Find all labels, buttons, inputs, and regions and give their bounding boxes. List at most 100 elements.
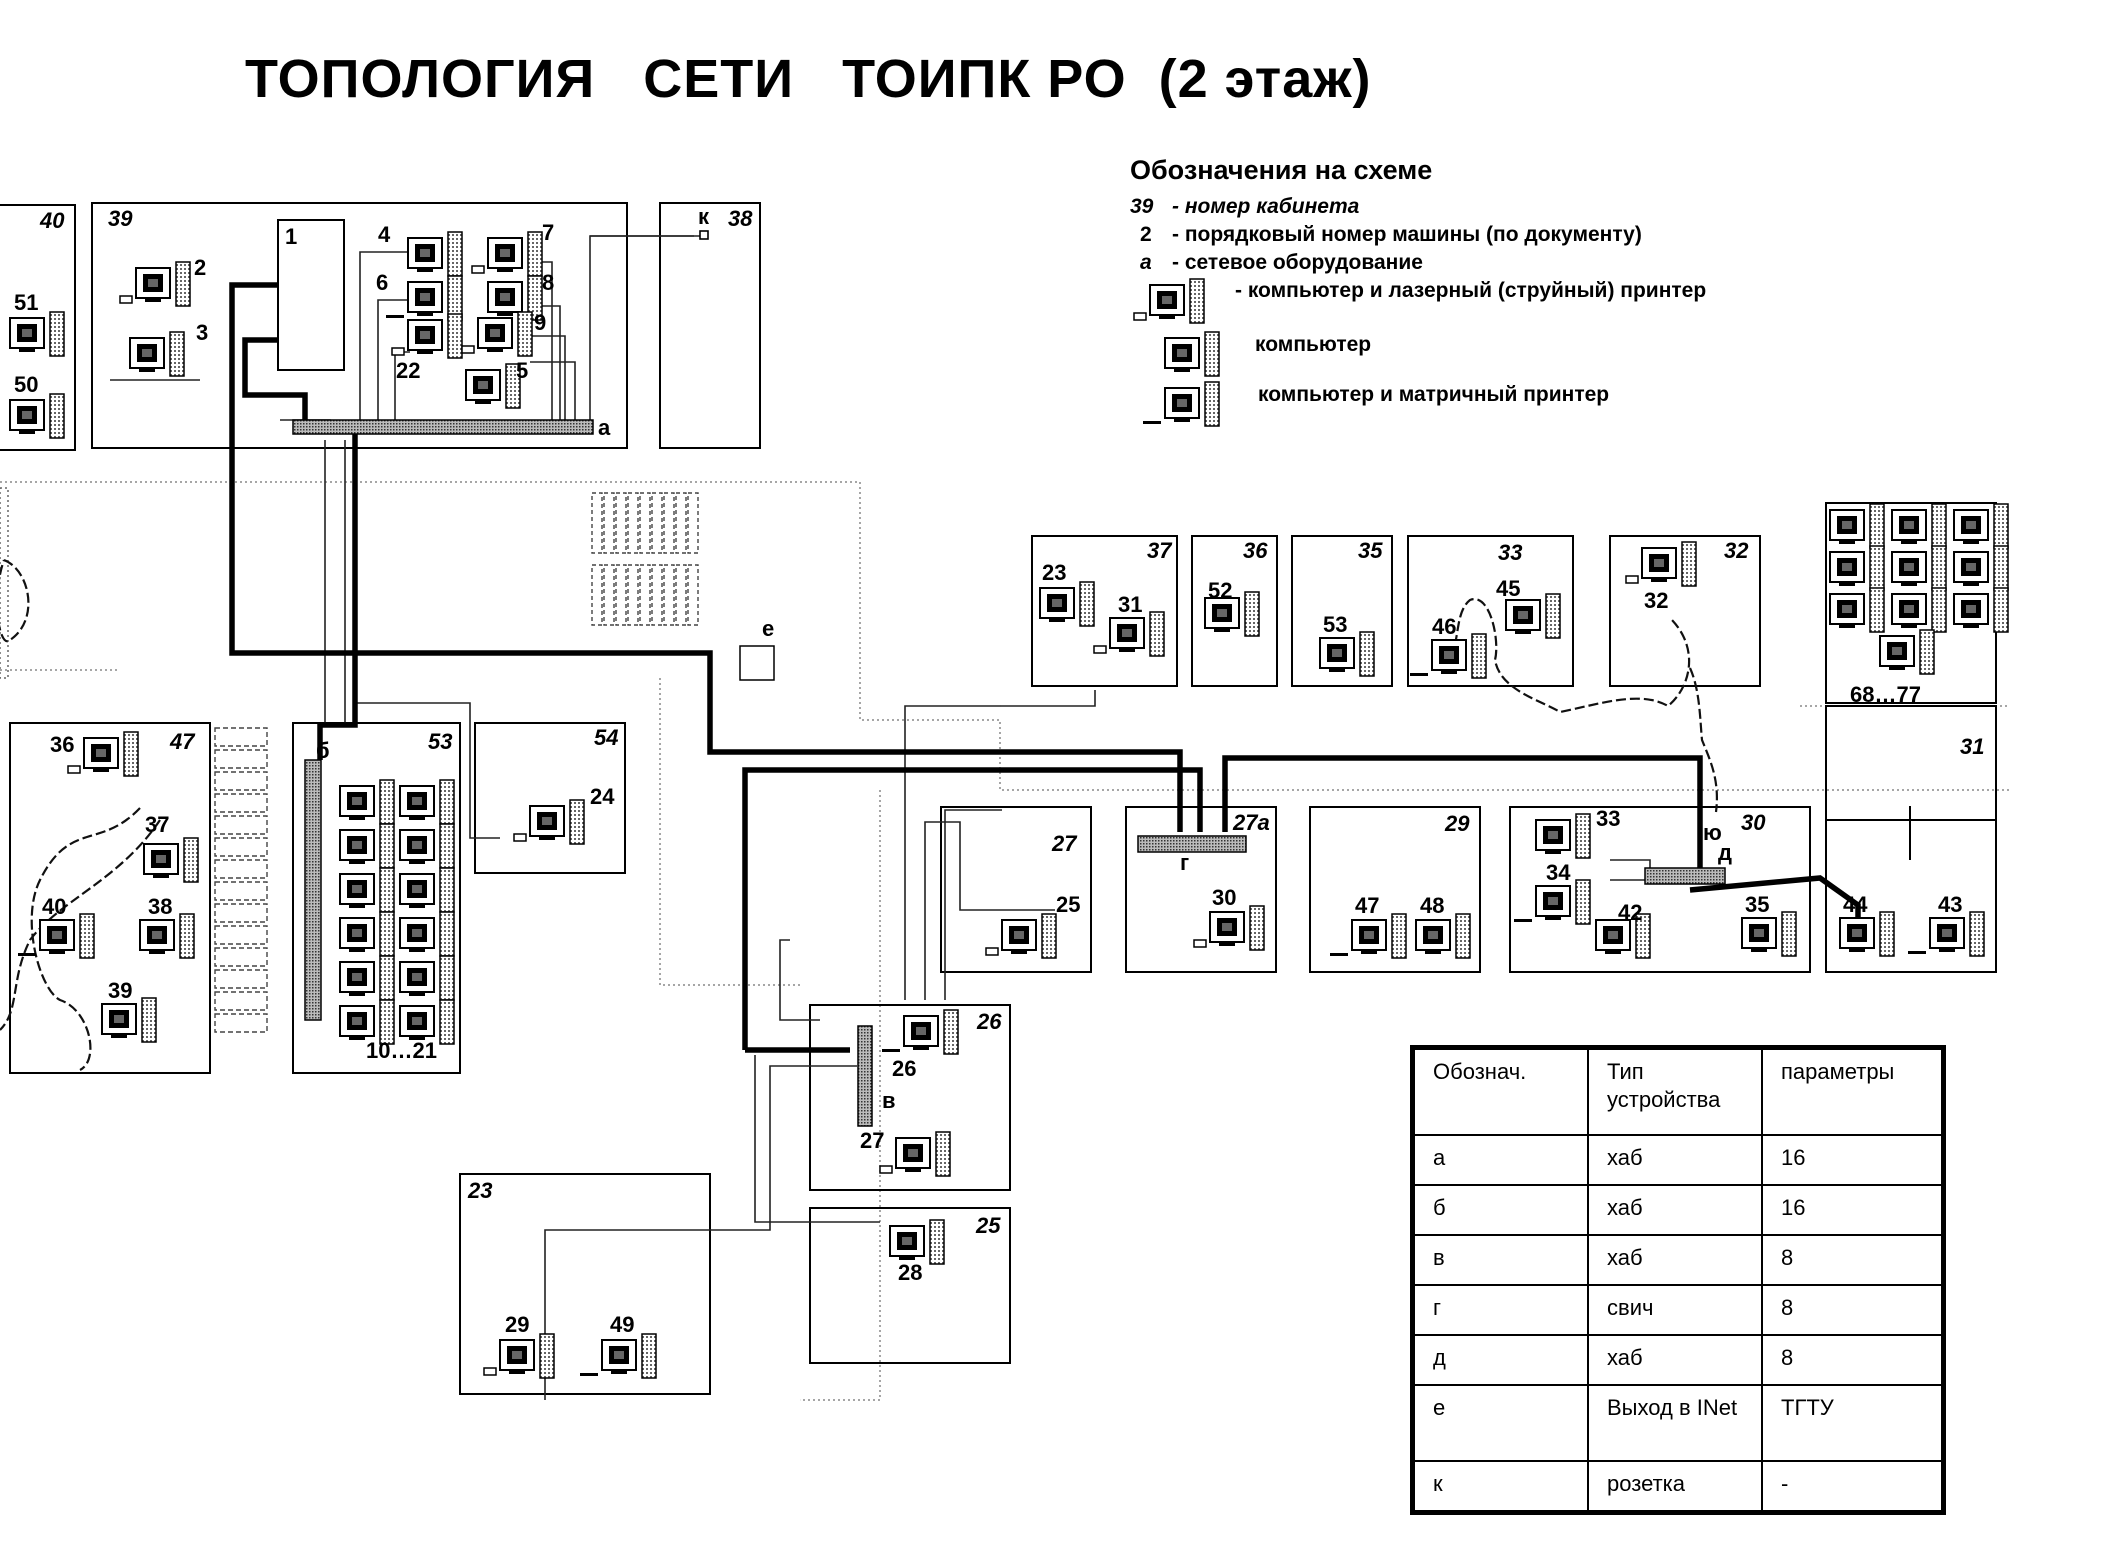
hub-label: ю <box>1703 820 1722 845</box>
hub-label: д <box>1718 840 1732 865</box>
system-unit <box>1919 629 1935 675</box>
network-hub <box>1137 835 1247 853</box>
machine-number: 33 <box>1596 806 1620 831</box>
screen-glare <box>908 1149 918 1157</box>
handdrawn-cable <box>1449 598 1691 714</box>
machine-number: 32 <box>1644 588 1668 613</box>
stand <box>19 348 35 352</box>
screen-glare <box>1942 929 1952 937</box>
legend-equipment-text: - сетевое оборудование <box>1172 251 1423 274</box>
printer <box>1625 575 1639 584</box>
system-unit <box>527 231 543 277</box>
socket <box>699 230 709 240</box>
system-unit <box>943 1009 959 1055</box>
stand <box>409 904 425 908</box>
computer-icon <box>1829 503 1885 549</box>
room-wall <box>1407 535 1574 687</box>
room-number: 26 <box>976 1009 1002 1034</box>
stand <box>913 1046 929 1050</box>
room-wall <box>659 202 761 449</box>
system-unit <box>141 997 157 1043</box>
computer-icon <box>1829 587 1885 633</box>
table-cell: 16 <box>1761 1184 1945 1236</box>
monitor <box>1595 919 1631 951</box>
stand <box>349 860 365 864</box>
screen-glare <box>1428 931 1438 939</box>
corridor <box>0 487 9 679</box>
system-unit <box>379 999 395 1045</box>
server-rack <box>277 219 345 371</box>
stand <box>19 430 35 434</box>
machine-number: 26 <box>892 1056 916 1081</box>
stair-block <box>214 815 268 835</box>
legend-heading: Обозначения на схеме <box>1130 155 1433 185</box>
screen-glare <box>1548 897 1558 905</box>
screen-glare <box>420 249 430 257</box>
computer-icon <box>1535 813 1591 859</box>
stair-block <box>663 492 675 554</box>
screen-glare <box>478 381 488 389</box>
machine-number: 23 <box>1042 560 1066 585</box>
screen-glare <box>1177 399 1187 407</box>
system-unit <box>379 823 395 869</box>
room-number: 35 <box>1358 538 1383 563</box>
stand <box>1849 948 1865 952</box>
hub-label: г <box>1180 850 1189 875</box>
stand <box>899 1256 915 1260</box>
computer-icon <box>1829 545 1885 591</box>
machine-number: 46 <box>1432 614 1456 639</box>
room-wall <box>1825 705 1997 973</box>
stand <box>1329 668 1345 672</box>
screen-glare <box>352 841 362 849</box>
handdrawn-cable <box>0 558 30 643</box>
stair-block <box>591 564 603 626</box>
computer-icon <box>1093 611 1165 657</box>
stair-block <box>603 492 615 554</box>
machine-number: 35 <box>1745 892 1769 917</box>
machine-number: 34 <box>1546 860 1571 885</box>
cable <box>544 1065 857 1400</box>
system-unit <box>1204 331 1220 377</box>
machine-number: 28 <box>898 1260 922 1285</box>
stair-block <box>687 564 699 626</box>
screen-glare <box>412 797 422 805</box>
computer-icon <box>399 955 455 1001</box>
table-cell: свич <box>1587 1284 1763 1336</box>
computer-icon <box>391 313 463 359</box>
system-unit <box>379 911 395 957</box>
screen-glare <box>512 1351 522 1359</box>
room-wall <box>1609 535 1761 687</box>
screen-glare <box>1222 923 1232 931</box>
network-hub <box>304 759 322 1021</box>
machine-number: 51 <box>14 290 38 315</box>
machine-number: 44 <box>1843 892 1868 917</box>
stand <box>139 368 155 372</box>
machine-number: 37 <box>145 812 169 837</box>
system-unit <box>49 311 65 357</box>
system-unit <box>1149 611 1165 657</box>
stair-block <box>639 564 651 626</box>
network-hub <box>1644 867 1726 885</box>
screen-glare <box>1904 605 1914 613</box>
stand <box>1214 628 1230 632</box>
machine-number: 5 <box>516 358 528 383</box>
system-unit <box>379 867 395 913</box>
exit-label: е <box>762 616 774 641</box>
screen-glare <box>96 749 106 757</box>
computer-icon <box>487 275 543 321</box>
system-unit <box>439 867 455 913</box>
system-unit <box>1575 813 1591 859</box>
system-unit <box>447 313 463 359</box>
cable <box>944 809 1002 1000</box>
computer-icon <box>119 261 191 307</box>
stand <box>349 816 365 820</box>
computer-icon <box>67 731 139 777</box>
computer-icon <box>101 997 157 1043</box>
table-cell: розетка <box>1587 1460 1763 1514</box>
system-unit <box>1931 503 1947 549</box>
machine-number: 30 <box>1212 885 1236 910</box>
system-unit <box>1993 587 2009 633</box>
screen-glare <box>114 1015 124 1023</box>
machine-number: 39 <box>108 978 132 1003</box>
